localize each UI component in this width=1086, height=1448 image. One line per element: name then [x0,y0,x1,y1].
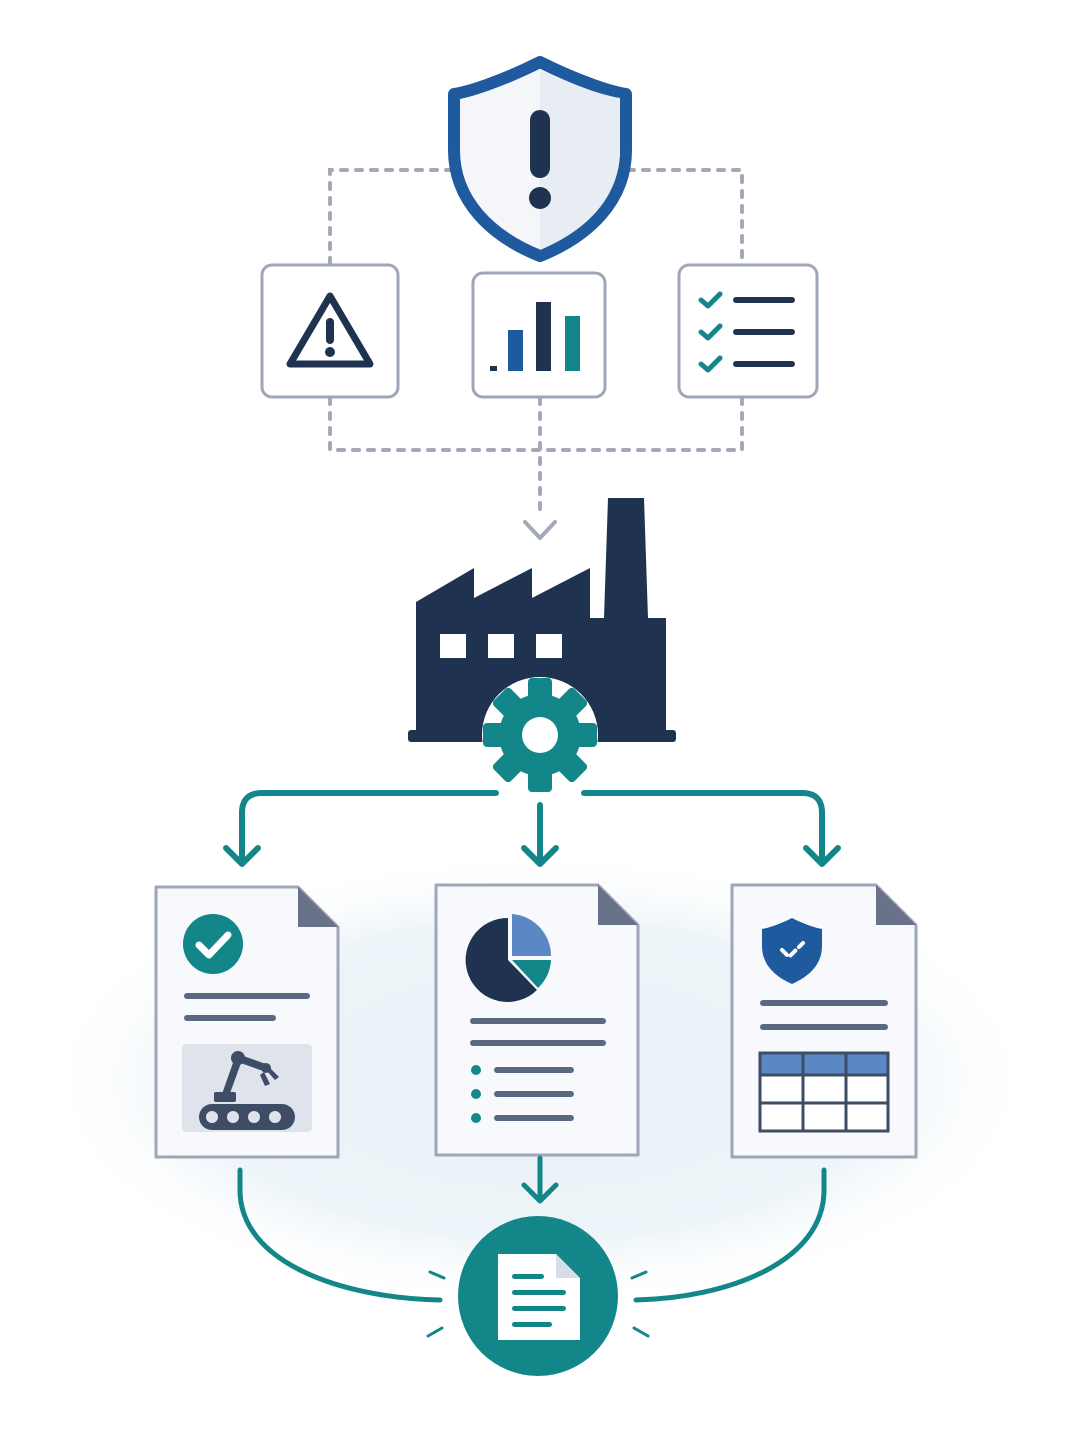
table-grid-icon [758,1051,890,1133]
output-arrows [223,790,841,867]
final-report [426,1216,650,1376]
radiance-marks [426,1270,650,1338]
document-analysis [434,883,640,1157]
robot-arm-icon [199,1051,295,1130]
checklist-icon [698,291,795,373]
merge-connectors [237,1155,827,1303]
warning-triangle-icon [286,292,374,368]
dashed-connectors [328,168,744,520]
dashed-arrowhead [523,520,557,540]
risk-box-warning [260,263,400,399]
document-lines-icon [498,1254,580,1340]
risk-box-bar-chart [471,271,607,399]
bar-chart-icon [490,302,580,371]
bullet-list-icon [471,1065,574,1123]
shield-exclamation-icon [448,56,632,262]
shield-check-icon [762,918,822,984]
pie-chart-icon [465,914,552,1002]
document-compliance [154,885,340,1159]
risk-box-checklist [677,263,819,399]
document-security [730,883,918,1159]
gear-icon [482,677,598,793]
check-circle-icon [183,914,243,974]
